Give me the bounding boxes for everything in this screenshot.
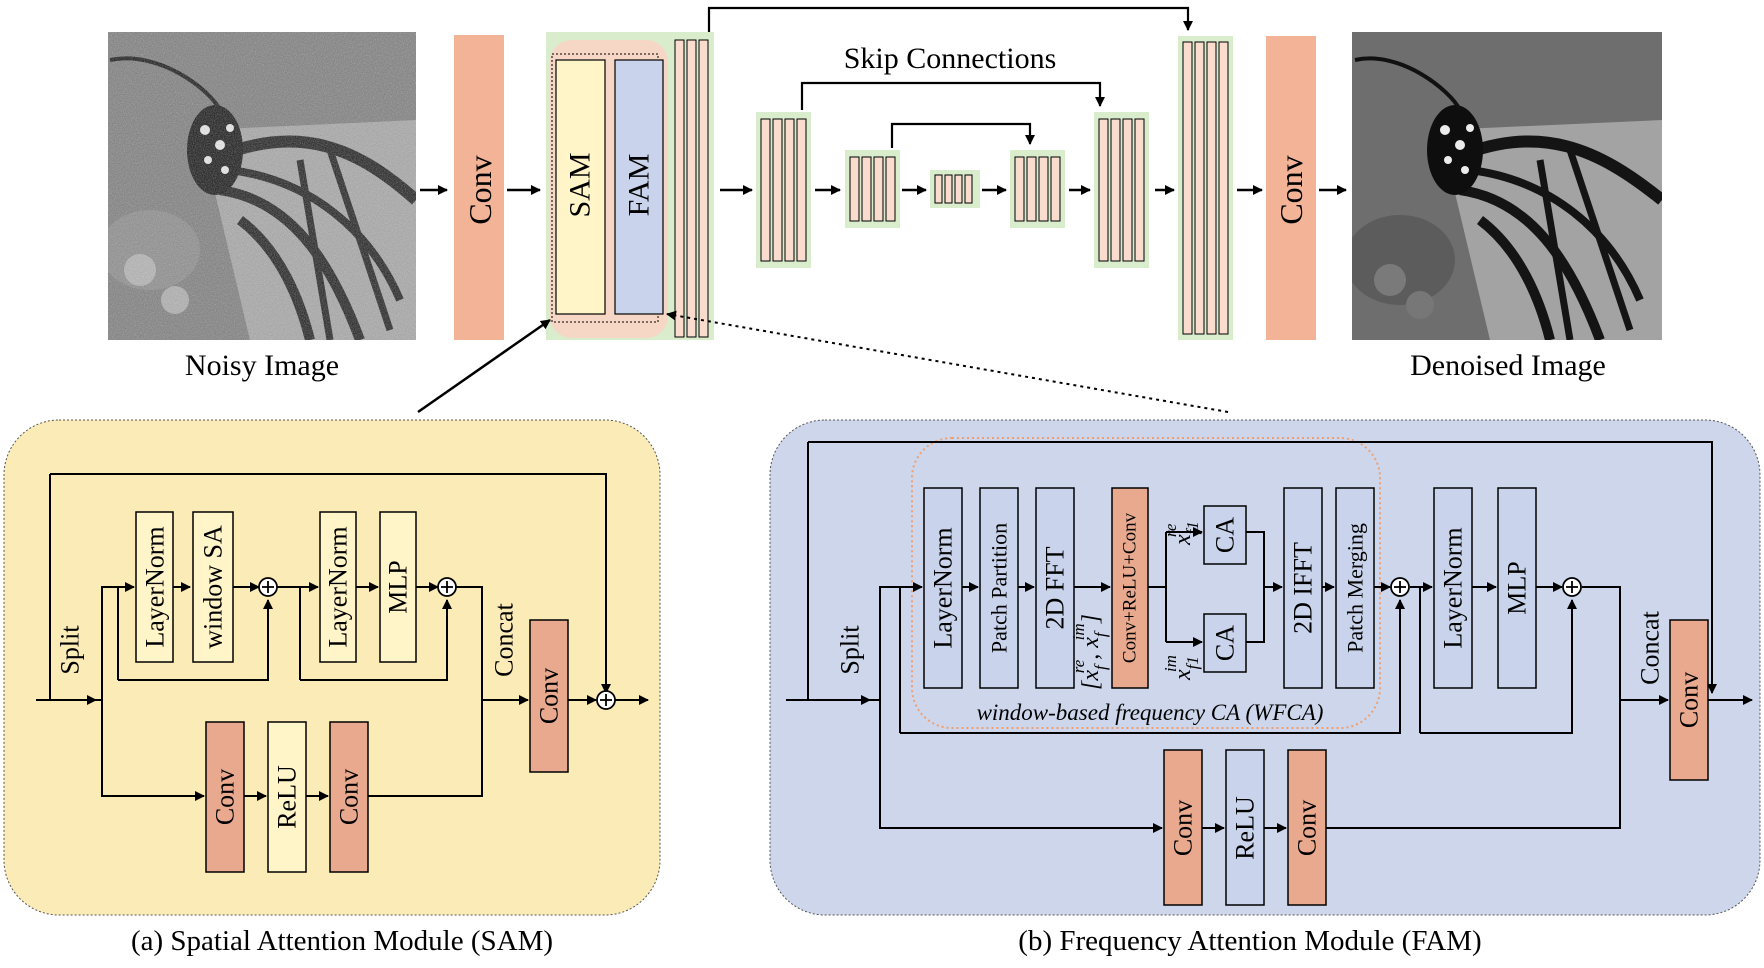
fam-2d-fft-label: 2D FFT [1041,546,1070,629]
fam-layernorm-1 [923,487,963,689]
ca-input-im-annotation: xf1im [1161,655,1202,681]
svg-text:xf1im: xf1im [1161,655,1202,681]
fam-ca-2 [1203,613,1247,673]
sam-box [555,59,606,315]
fam-relu-label: ReLU [1231,796,1260,860]
fam-layernorm-1-label: LayerNorm [929,527,958,648]
skip-connection-inner [890,122,1035,148]
sam-layernorm-1-label: LayerNorm [141,526,170,647]
bottleneck-stage [930,170,980,208]
svg-text:[xfre,xfim]: [xfre,xfim] [1069,614,1110,690]
conv-block-2-label: Conv [1273,155,1309,224]
sam-conv-2-label: Conv [335,769,364,825]
fam-pointer-line [666,310,1229,413]
fam-ca-2-label: CA [1211,625,1240,661]
sam-conv-1 [205,721,245,873]
fam-relu [1225,749,1265,906]
fam-ca-1-label: CA [1211,517,1240,553]
circle-plus-icon [1562,577,1582,597]
fam-patch-merging-label: Patch Merging [1343,523,1368,653]
fam-caption: (b) Frequency Attention Module (FAM) [1018,925,1481,957]
fam-conv-1-label: Conv [1169,800,1198,856]
sam-window-sa-label: window SA [199,525,228,649]
circle-plus-icon [1390,577,1410,597]
skip-connection-outer [707,6,1193,32]
fam-label: FAM [623,154,656,217]
sam-layernorm-1 [135,511,174,663]
skip-connections-label: Skip Connections [844,42,1057,75]
conv-block-1 [454,35,504,340]
sam-conv-out [529,619,569,773]
fam-mlp-label: MLP [1503,561,1532,614]
fam-conv-2 [1287,749,1327,906]
sam-caption: (a) Spatial Attention Module (SAM) [131,925,553,957]
fam-concat-label: Concat [1636,610,1665,684]
conv-block-1-label: Conv [462,155,498,224]
fam-conv-1 [1163,749,1203,906]
sam-pointer-arrow [417,318,551,414]
fam-conv-relu-conv [1111,487,1149,689]
sam-conv-out-label: Conv [535,668,564,724]
sam-window-sa [192,511,234,663]
noisy-image [108,32,416,340]
sam-mlp [379,511,417,663]
encoder-stage-3 [845,150,900,228]
fam-conv-out-label: Conv [1675,672,1704,728]
wfca-label: window-based frequency CA (WFCA) [977,700,1324,725]
skip-connections [707,6,1193,148]
sam-label: SAM [564,152,597,217]
sam-relu [267,721,307,873]
fam-patch-partition [979,487,1019,689]
sam-concat-label: Concat [490,602,519,676]
sam-mlp-label: MLP [384,560,413,613]
denoised-image-label: Denoised Image [1410,349,1606,382]
fam-conv-2-label: Conv [1293,800,1322,856]
fam-layernorm-2 [1433,487,1473,689]
decoder-stage-2 [1094,112,1149,268]
encoder-stage-2 [756,112,811,268]
fam-mlp [1497,487,1537,689]
fam-layernorm-2-label: LayerNorm [1439,527,1468,648]
fam-2d-ifft [1283,487,1323,689]
sam-layernorm-2-label: LayerNorm [324,526,353,647]
svg-text:xf1re: xf1re [1161,521,1202,546]
circle-plus-icon [596,690,616,710]
circle-plus-icon [437,577,457,597]
sam-conv-2 [329,721,369,873]
conv-block-2 [1266,36,1316,340]
wfca-region [911,437,1381,729]
encoder-stage-1: SAM FAM [546,32,714,340]
fam-ca-1 [1203,505,1247,565]
fam-2d-fft [1035,487,1075,689]
circle-plus-icon [258,577,278,597]
fam-conv-out [1669,619,1709,781]
sam-layernorm-2 [319,511,357,663]
sam-relu-label: ReLU [273,765,302,829]
sam-module: Split Concat LayerNorm window SA LayerNo… [3,419,661,916]
fam-module: Split Concat LayerNorm Patch Partition 2… [769,419,1761,916]
fam-2d-ifft-label: 2D IFFT [1289,542,1318,634]
sam-split-label: Split [56,625,85,675]
fam-patch-partition-label: Patch Partition [987,523,1012,653]
fam-split-label: Split [836,625,865,675]
sam-conv-1-label: Conv [211,769,240,825]
decoder-stage-3 [1178,36,1233,340]
fam-box [614,59,664,315]
denoised-image [1352,32,1662,340]
noisy-image-label: Noisy Image [185,349,339,382]
decoder-stage-1 [1010,150,1065,228]
fam-conv-relu-conv-label: Conv+ReLU+Conv [1120,512,1141,663]
fft-output-annotation: [xfre,xfim] [1069,614,1110,690]
skip-connection-middle [800,81,1105,110]
ca-input-re-annotation: xf1re [1161,521,1202,546]
fam-patch-merging [1335,487,1375,689]
